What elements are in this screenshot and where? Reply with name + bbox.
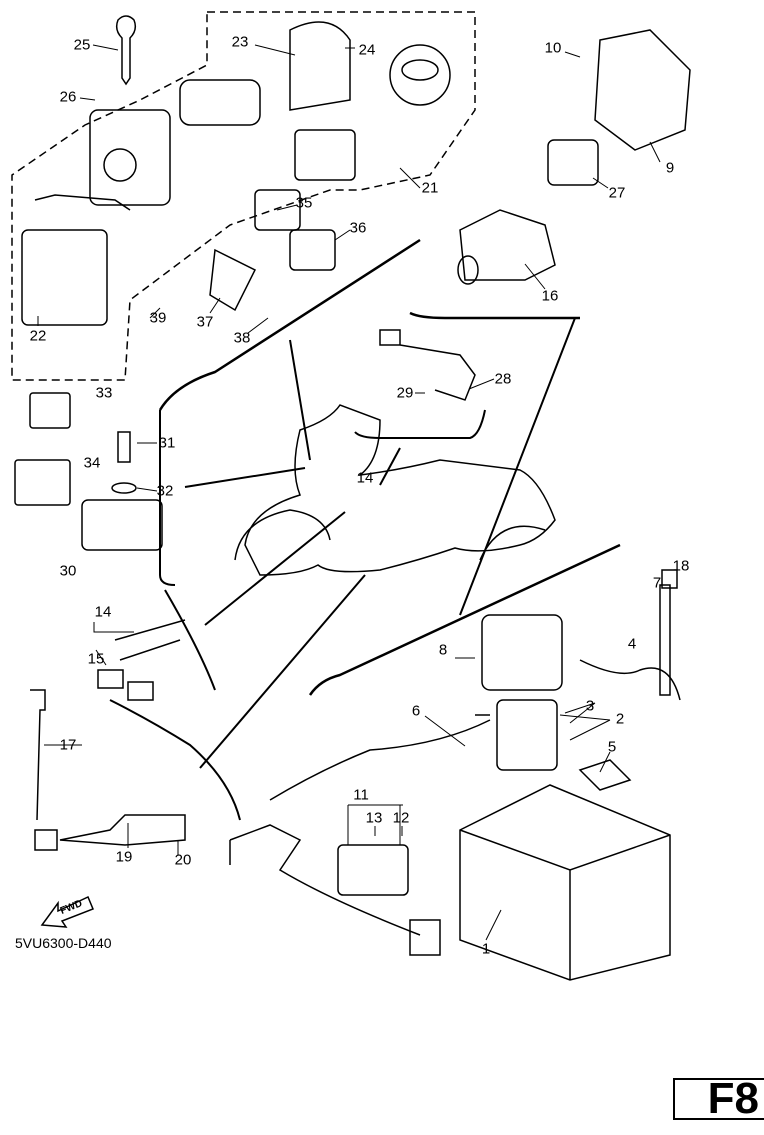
part-number-label: 34: [83, 454, 101, 472]
starter-relay-2: [496, 699, 558, 771]
part-number-label: 31: [158, 434, 176, 452]
harness-main: [229, 824, 421, 936]
part-number-label: 25: [73, 36, 91, 54]
part-number-label: 28: [494, 370, 512, 388]
wire-4: [579, 659, 681, 701]
fuse-box-11: [337, 844, 409, 896]
part-number-label: 24: [358, 41, 376, 59]
forward-arrow-icon: FWD: [40, 895, 95, 935]
cable-6: [269, 714, 491, 801]
part-number-label: 21: [421, 179, 439, 197]
part-number-label: 4: [627, 635, 637, 653]
relay-8: [481, 614, 563, 691]
key-lock: [289, 21, 351, 111]
solenoid-30: [81, 499, 163, 551]
part-number-label: 9: [665, 159, 675, 177]
part-number-label: 7: [652, 574, 662, 592]
page-label: F8: [707, 1074, 759, 1123]
part-number-label: 11: [353, 786, 369, 804]
part-number-label: 23: [231, 33, 249, 51]
part-number-label: 10: [544, 39, 562, 57]
part-number-label: 22: [29, 327, 47, 345]
group-outline-21: [11, 11, 476, 381]
part-number-label: 35: [295, 194, 313, 212]
sensor-36: [289, 229, 336, 271]
bolt-31: [117, 431, 131, 463]
tie-18: [659, 584, 671, 696]
part-number-label: 37: [196, 313, 214, 331]
part-number-label: 20: [174, 851, 192, 869]
cover-5: [578, 759, 632, 791]
part-number-label: 1: [481, 940, 491, 958]
key-25: [115, 15, 137, 86]
part-number-label: 8: [438, 641, 448, 659]
page-label-box: F8: [673, 1074, 764, 1123]
sensor-35: [254, 189, 301, 231]
part-number-label: 32: [156, 482, 174, 500]
part-number-label: 17: [59, 736, 77, 754]
part-number-label: 16: [541, 287, 559, 305]
motorcycle-outline: [244, 404, 556, 576]
coil-16: [459, 209, 556, 281]
switch-19: [59, 814, 186, 846]
part-number-label: 29: [396, 384, 414, 402]
part-number-label: 33: [95, 384, 113, 402]
connector-34: [14, 459, 71, 506]
part-number-label: 26: [59, 88, 77, 106]
sensor-28: [379, 329, 476, 401]
ecu-22: [21, 229, 108, 326]
cap: [389, 44, 451, 106]
part-number-label: 14: [94, 603, 112, 621]
drawing-code: 5VU6300-D440: [15, 935, 112, 951]
part-number-label: 12: [392, 809, 410, 827]
part-number-label: 30: [59, 562, 77, 580]
part-number-label: 3: [585, 697, 595, 715]
wire-14: [114, 619, 186, 661]
part-number-label: 27: [608, 184, 626, 202]
relay-27: [547, 139, 599, 186]
part-number-label: 19: [115, 848, 133, 866]
parts: [14, 15, 691, 981]
part-number-label: 39: [149, 309, 167, 327]
battery-1: [459, 784, 671, 981]
relay-33: [29, 392, 71, 429]
part-number-label: 38: [233, 329, 251, 347]
ignition-switch: [89, 109, 171, 206]
harness-17: [30, 689, 46, 821]
part-number-label: 14: [356, 469, 374, 487]
part-number-label: 5: [607, 738, 617, 756]
part-number-label: 13: [365, 809, 383, 827]
part-number-label: 36: [349, 219, 367, 237]
connector-15: [97, 669, 124, 689]
module-9: [594, 29, 691, 151]
part-number-label: 6: [411, 702, 421, 720]
bracket-37: [209, 248, 257, 312]
part-number-label: 15: [87, 650, 105, 668]
part-number-label: 2: [615, 710, 625, 728]
part-number-label: 18: [672, 557, 690, 575]
